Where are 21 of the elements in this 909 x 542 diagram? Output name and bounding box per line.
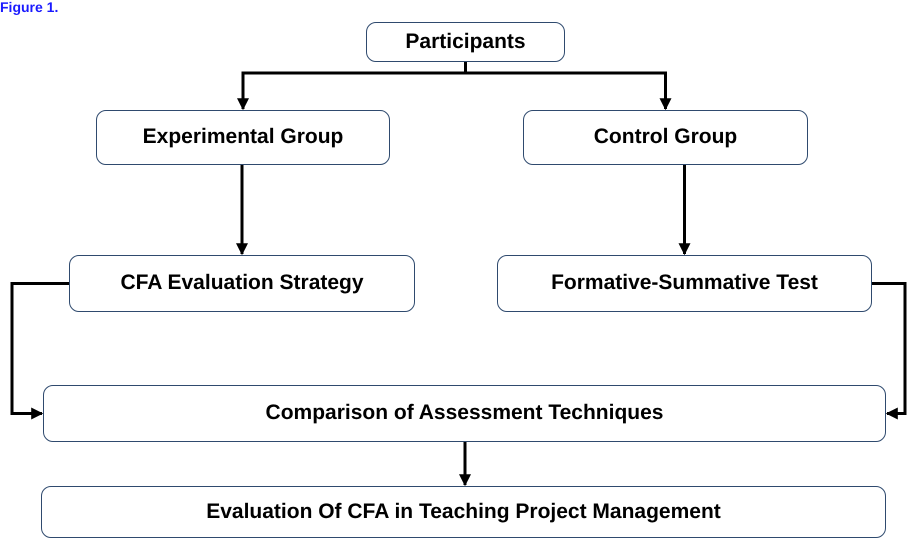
process-box [41,486,886,538]
box-label: Participants [405,28,526,55]
process-box [69,255,415,312]
figure-title: Figure 1. [0,0,58,14]
connector-arrow [464,62,672,110]
connector-arrow [872,282,906,420]
process-box [366,22,565,62]
box-label: Control Group [594,124,738,150]
connector-arrow [236,165,248,256]
connector-arrow [10,282,69,420]
process-box [497,255,872,312]
box-label: Experimental Group [142,124,344,150]
process-box [96,110,390,165]
box-label: Evaluation Of CFA in Teaching Project Management [206,498,721,525]
box-label: Formative-Summative Test [551,270,818,296]
process-box [43,385,886,442]
box-label: Comparison of Assessment Techniques [266,400,664,426]
connector-arrow [678,165,690,256]
box-label: CFA Evaluation Strategy [120,270,364,296]
process-box [523,110,808,165]
connector-arrow [459,442,471,486]
